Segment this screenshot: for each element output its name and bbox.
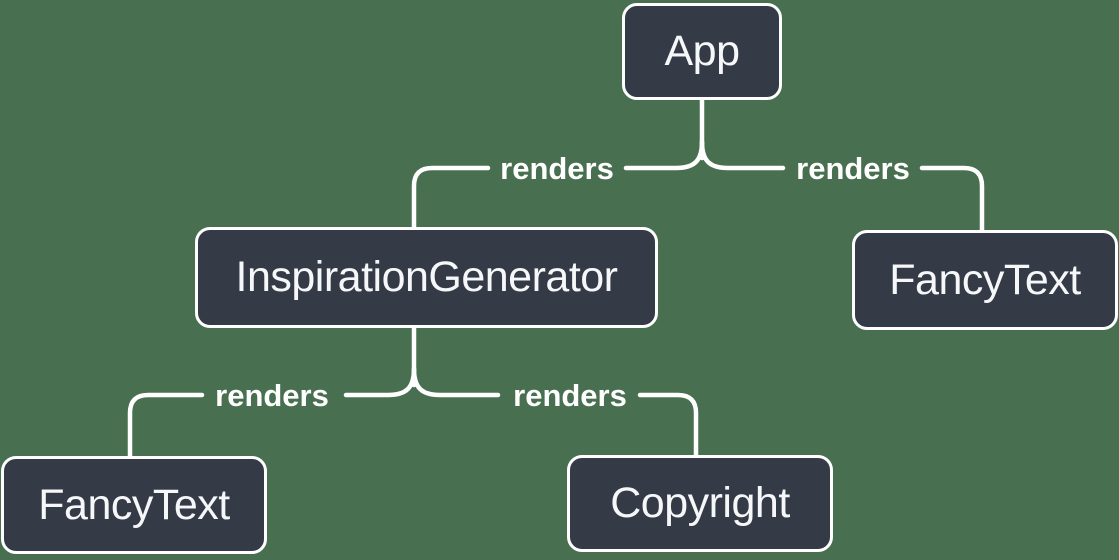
edge-app-fancytext-shoulder [699,139,786,171]
node-inspiration-generator-label: InspirationGenerator [235,253,619,301]
node-app-label: App [664,27,740,75]
node-app: App [622,3,782,100]
node-inspiration-generator: InspirationGenerator [195,227,658,328]
node-copyright: Copyright [567,455,833,552]
edge-label-app-inspirationgenerator: renders [500,151,614,186]
edge-label-inspirationgenerator-copyright: renders [513,378,627,413]
edge-app-fancytext-drop [919,165,985,233]
edge-app-inspirationgenerator-shoulder [623,139,705,171]
node-fancy-text-top: FancyText [852,230,1118,330]
node-fancy-text-bottom: FancyText [1,456,267,554]
edge-inspirationgenerator-fancytext-shoulder [343,366,417,398]
node-copyright-label: Copyright [610,479,790,527]
edge-label-inspirationgenerator-fancytext: renders [215,378,329,413]
edge-inspirationgenerator-fancytext-drop [127,392,205,459]
edge-label-app-fancytext: renders [796,151,910,186]
edge-app-inspirationgenerator-drop [411,165,491,230]
node-fancy-text-bottom-label: FancyText [38,480,230,529]
node-fancy-text-top-label: FancyText [889,255,1081,304]
edge-inspirationgenerator-copyright-drop [637,392,699,458]
edge-inspirationgenerator-copyright-shoulder [411,366,501,398]
